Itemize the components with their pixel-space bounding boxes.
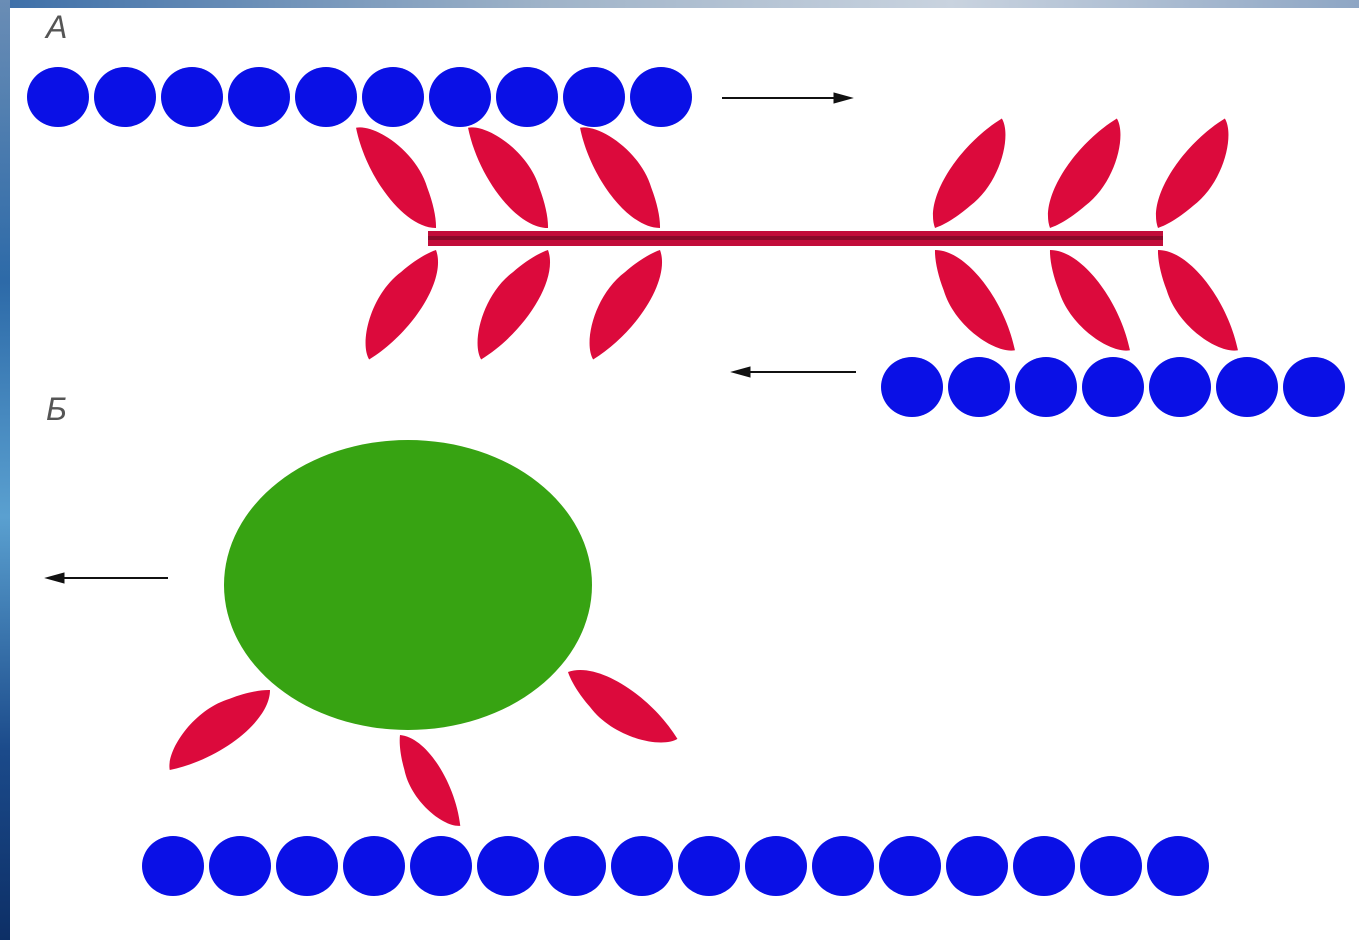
- actin-monomer: [1149, 357, 1211, 417]
- actin-monomer: [745, 836, 807, 896]
- myosin-head: [570, 239, 677, 368]
- actin-monomer: [94, 67, 156, 127]
- actin-monomer: [477, 836, 539, 896]
- actin-monomer: [142, 836, 204, 896]
- actin-monomer: [611, 836, 673, 896]
- actin-monomer: [228, 67, 290, 127]
- myosin-head: [385, 726, 470, 838]
- actin-monomer: [1082, 357, 1144, 417]
- myosin-head: [345, 112, 452, 241]
- myosin-head: [1034, 238, 1141, 367]
- arrow-left: [732, 367, 856, 377]
- panel-label-b: Б: [46, 391, 67, 427]
- actin-monomer: [630, 67, 692, 127]
- actin-monomer: [881, 357, 943, 417]
- actin-monomer: [295, 67, 357, 127]
- actin-monomer: [879, 836, 941, 896]
- panel-label-a: А: [44, 9, 67, 45]
- myosin-head: [154, 674, 283, 781]
- diagram-canvas: А Б: [10, 8, 1359, 940]
- actin-monomer: [812, 836, 874, 896]
- myosin-head: [557, 654, 686, 761]
- arrow-left-panel-b: [46, 573, 168, 583]
- myosin-head: [1140, 111, 1247, 240]
- actin-monomer: [1013, 836, 1075, 896]
- actin-monomer: [429, 67, 491, 127]
- actin-monomer: [1015, 357, 1077, 417]
- vesicle: [224, 440, 592, 730]
- actin-monomer: [362, 67, 424, 127]
- actin-monomer: [343, 836, 405, 896]
- myosin-head: [457, 112, 564, 241]
- myosin-head: [917, 111, 1024, 240]
- arrow-right: [722, 93, 852, 103]
- actin-monomer: [563, 67, 625, 127]
- myosin-head: [569, 112, 676, 241]
- slide-frame-left: [0, 0, 10, 940]
- diagram-svg: А Б: [10, 8, 1359, 940]
- myosin-filament: [345, 111, 1249, 367]
- myosin-rod-core: [428, 236, 1163, 240]
- myosin-head: [1032, 111, 1139, 240]
- actin-monomer: [410, 836, 472, 896]
- myosin-head: [919, 238, 1026, 367]
- actin-monomer: [1147, 836, 1209, 896]
- myosin-head: [1142, 238, 1249, 367]
- actin-monomer: [946, 836, 1008, 896]
- actin-monomer: [1216, 357, 1278, 417]
- actin-monomer: [678, 836, 740, 896]
- actin-monomer: [1283, 357, 1345, 417]
- actin-monomer: [209, 836, 271, 896]
- actin-monomer: [1080, 836, 1142, 896]
- myosin-head: [346, 239, 453, 368]
- actin-filament-top: [27, 67, 692, 127]
- actin-monomer: [496, 67, 558, 127]
- actin-filament-panel-b: [142, 836, 1209, 896]
- actin-monomer: [27, 67, 89, 127]
- actin-monomer: [544, 836, 606, 896]
- myosin-head: [458, 239, 565, 368]
- actin-monomer: [276, 836, 338, 896]
- actin-monomer: [161, 67, 223, 127]
- actin-filament-bottom: [881, 357, 1345, 417]
- slide-frame-top: [0, 0, 1359, 8]
- actin-monomer: [948, 357, 1010, 417]
